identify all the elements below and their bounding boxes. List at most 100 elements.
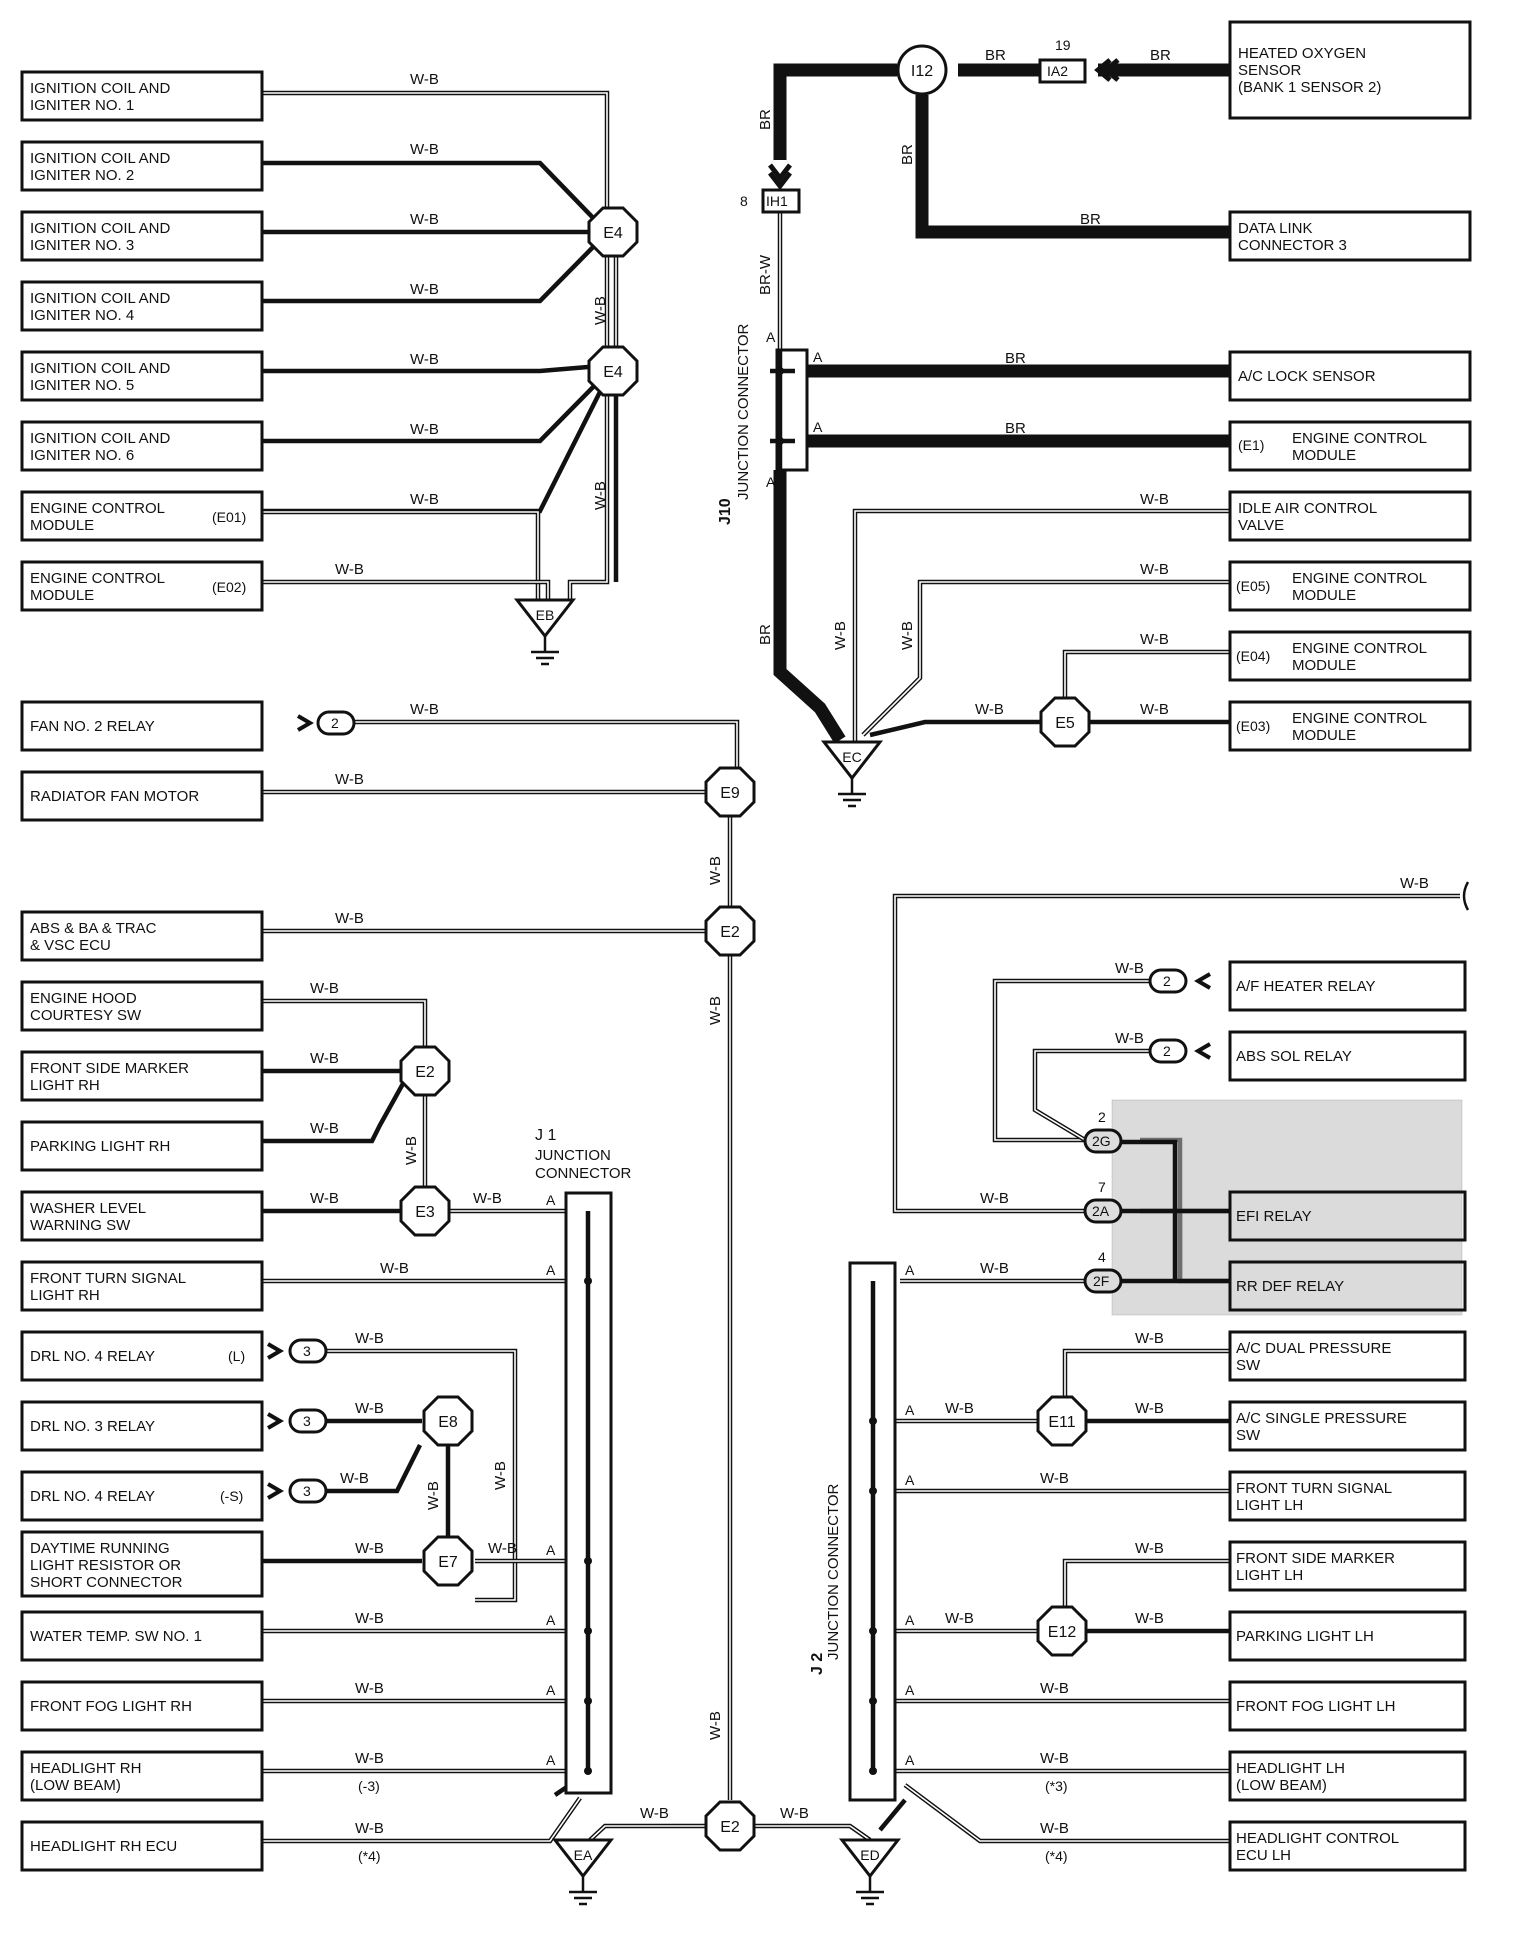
wc-40: W-B — [1140, 701, 1169, 718]
conn-2-fan: 2 — [331, 715, 339, 731]
wc-32: W-B — [355, 1750, 384, 1767]
conn-3-b: 3 — [303, 1413, 311, 1429]
acsingle-label-2: SW — [1236, 1427, 1261, 1444]
ic1-label-2: IGNITER NO. 1 — [30, 97, 134, 114]
ecm1-pin: (E01) — [212, 509, 246, 525]
j10-pin-a-bottom: A — [766, 474, 776, 490]
fan2-label: FAN NO. 2 RELAY — [30, 718, 155, 735]
splice-e2-b: E2 — [415, 1064, 435, 1081]
wc-47: W-B — [980, 1190, 1009, 1207]
wc-br-3: BR — [757, 109, 774, 130]
j1-name-1: JUNCTION — [535, 1147, 611, 1164]
ih1-pin: 8 — [740, 193, 748, 209]
ecm1-label-1: ENGINE CONTROL — [30, 500, 165, 517]
drl4s-pin: (-S) — [220, 1488, 243, 1504]
dlc3-label-2: CONNECTOR 3 — [1238, 237, 1347, 254]
ftsrh-label-2: LIGHT RH — [30, 1287, 100, 1304]
wc-6: W-B — [410, 421, 439, 438]
wc-46: W-B — [1115, 1030, 1144, 1047]
wc-48: W-B — [980, 1260, 1009, 1277]
drl4s-label: DRL NO. 4 RELAY — [30, 1488, 155, 1505]
j2-pin-a-1: A — [905, 1262, 915, 1278]
hlecu-label-1: HEADLIGHT CONTROL — [1236, 1830, 1399, 1847]
wc-39: W-B — [1140, 631, 1169, 648]
left-component-labels: IGNITION COIL AND IGNITER NO. 1 IGNITION… — [30, 80, 246, 1855]
wc-brw: BR-W — [757, 254, 774, 295]
ecm1-label-2: MODULE — [30, 517, 94, 534]
conn-2g: 2G — [1092, 1133, 1111, 1149]
splice-e2-c: E2 — [720, 1819, 740, 1836]
drlres-label-3: SHORT CONNECTOR — [30, 1574, 183, 1591]
hood-label-2: COURTESY SW — [30, 1007, 142, 1024]
acsingle-label-1: A/C SINGLE PRESSURE — [1236, 1410, 1407, 1427]
wc-31: W-B — [355, 1680, 384, 1697]
ecme1-label-1: ENGINE CONTROL — [1292, 430, 1427, 447]
wc-56: W-B — [1040, 1680, 1069, 1697]
right-component-labels: HEATED OXYGEN SENSOR (BANK 1 SENSOR 2) D… — [1236, 45, 1427, 1864]
rrdef-label: RR DEF RELAY — [1236, 1278, 1344, 1295]
ecme03-pin: (E03) — [1236, 718, 1270, 734]
j10-pin-a-top: A — [766, 329, 776, 345]
small-connectors: 2 3 3 3 2 2 2G 2 2A 7 2F 4 — [266, 710, 1212, 1504]
hlrh-label-2: (LOW BEAM) — [30, 1777, 121, 1794]
j1-pin-a-5: A — [546, 1682, 556, 1698]
right-component-boxes — [1228, 20, 1472, 1872]
j2-pin-a-5: A — [905, 1682, 915, 1698]
splice-e4-a: E4 — [603, 225, 623, 242]
abssol-label: ABS SOL RELAY — [1236, 1048, 1352, 1065]
ecm2-label-1: ENGINE CONTROL — [30, 570, 165, 587]
wts-label: WATER TEMP. SW NO. 1 — [30, 1628, 202, 1645]
iacv-label-1: IDLE AIR CONTROL — [1238, 500, 1377, 517]
j1-pin-a-6: A — [546, 1752, 556, 1768]
wc-5: W-B — [410, 351, 439, 368]
ecm2-label-2: MODULE — [30, 587, 94, 604]
wc-33: W-B — [355, 1820, 384, 1837]
wc-45: W-B — [1115, 960, 1144, 977]
wc-36: W-B — [780, 1805, 809, 1822]
acdual-label-1: A/C DUAL PRESSURE — [1236, 1340, 1391, 1357]
splice-e5: E5 — [1055, 715, 1075, 732]
wc-br-2: BR — [1150, 47, 1171, 64]
wc-17: W-B — [310, 1050, 339, 1067]
conn-2-afh: 2 — [1163, 973, 1171, 989]
wc-14: W-B — [335, 910, 364, 927]
abs-label-1: ABS & BA & TRAC — [30, 920, 157, 937]
wc-43: W-B — [899, 621, 916, 650]
drl4l-pin: (L) — [228, 1348, 245, 1364]
j1-pin-a-3: A — [546, 1542, 556, 1558]
j1-id: J 1 — [535, 1127, 556, 1144]
ecme1-label-2: MODULE — [1292, 447, 1356, 464]
j2-pin-a-3: A — [905, 1472, 915, 1488]
wc-30: W-B — [355, 1610, 384, 1627]
wc-37: W-B — [1140, 491, 1169, 508]
fsmrh-label-1: FRONT SIDE MARKER — [30, 1060, 189, 1077]
hood-label-1: ENGINE HOOD — [30, 990, 137, 1007]
dlc3-label-1: DATA LINK — [1238, 220, 1312, 237]
j1-pin-a-1: A — [546, 1192, 556, 1208]
wc-21: W-B — [473, 1190, 502, 1207]
j1-pin-a-4: A — [546, 1612, 556, 1628]
iacv-label-2: VALVE — [1238, 517, 1284, 534]
wc-23: W-B — [355, 1330, 384, 1347]
pllh-label: PARKING LIGHT LH — [1236, 1628, 1374, 1645]
wc-4: W-B — [410, 281, 439, 298]
ia2-pin: 19 — [1055, 37, 1071, 53]
splice-e7: E7 — [438, 1554, 458, 1571]
wc-18: W-B — [310, 1120, 339, 1137]
wc-2: W-B — [410, 141, 439, 158]
hllh-label-2: (LOW BEAM) — [1236, 1777, 1327, 1794]
wc-22: W-B — [380, 1260, 409, 1277]
ecme05-label-2: MODULE — [1292, 587, 1356, 604]
ecme04-label-2: MODULE — [1292, 657, 1356, 674]
washer-label-2: WARNING SW — [30, 1217, 131, 1234]
drl4l-label: DRL NO. 4 RELAY — [30, 1348, 155, 1365]
wc-13: W-B — [707, 856, 724, 885]
drlres-label-2: LIGHT RESISTOR OR — [30, 1557, 181, 1574]
ic6-label-2: IGNITER NO. 6 — [30, 447, 134, 464]
conn-3-a: 3 — [303, 1343, 311, 1359]
wc-54: W-B — [945, 1610, 974, 1627]
footnote-markers: (-3) (*4) (*3) (*4) — [358, 1778, 1068, 1864]
ecme04-pin: (E04) — [1236, 648, 1270, 664]
wc-br-4: BR — [899, 144, 916, 165]
